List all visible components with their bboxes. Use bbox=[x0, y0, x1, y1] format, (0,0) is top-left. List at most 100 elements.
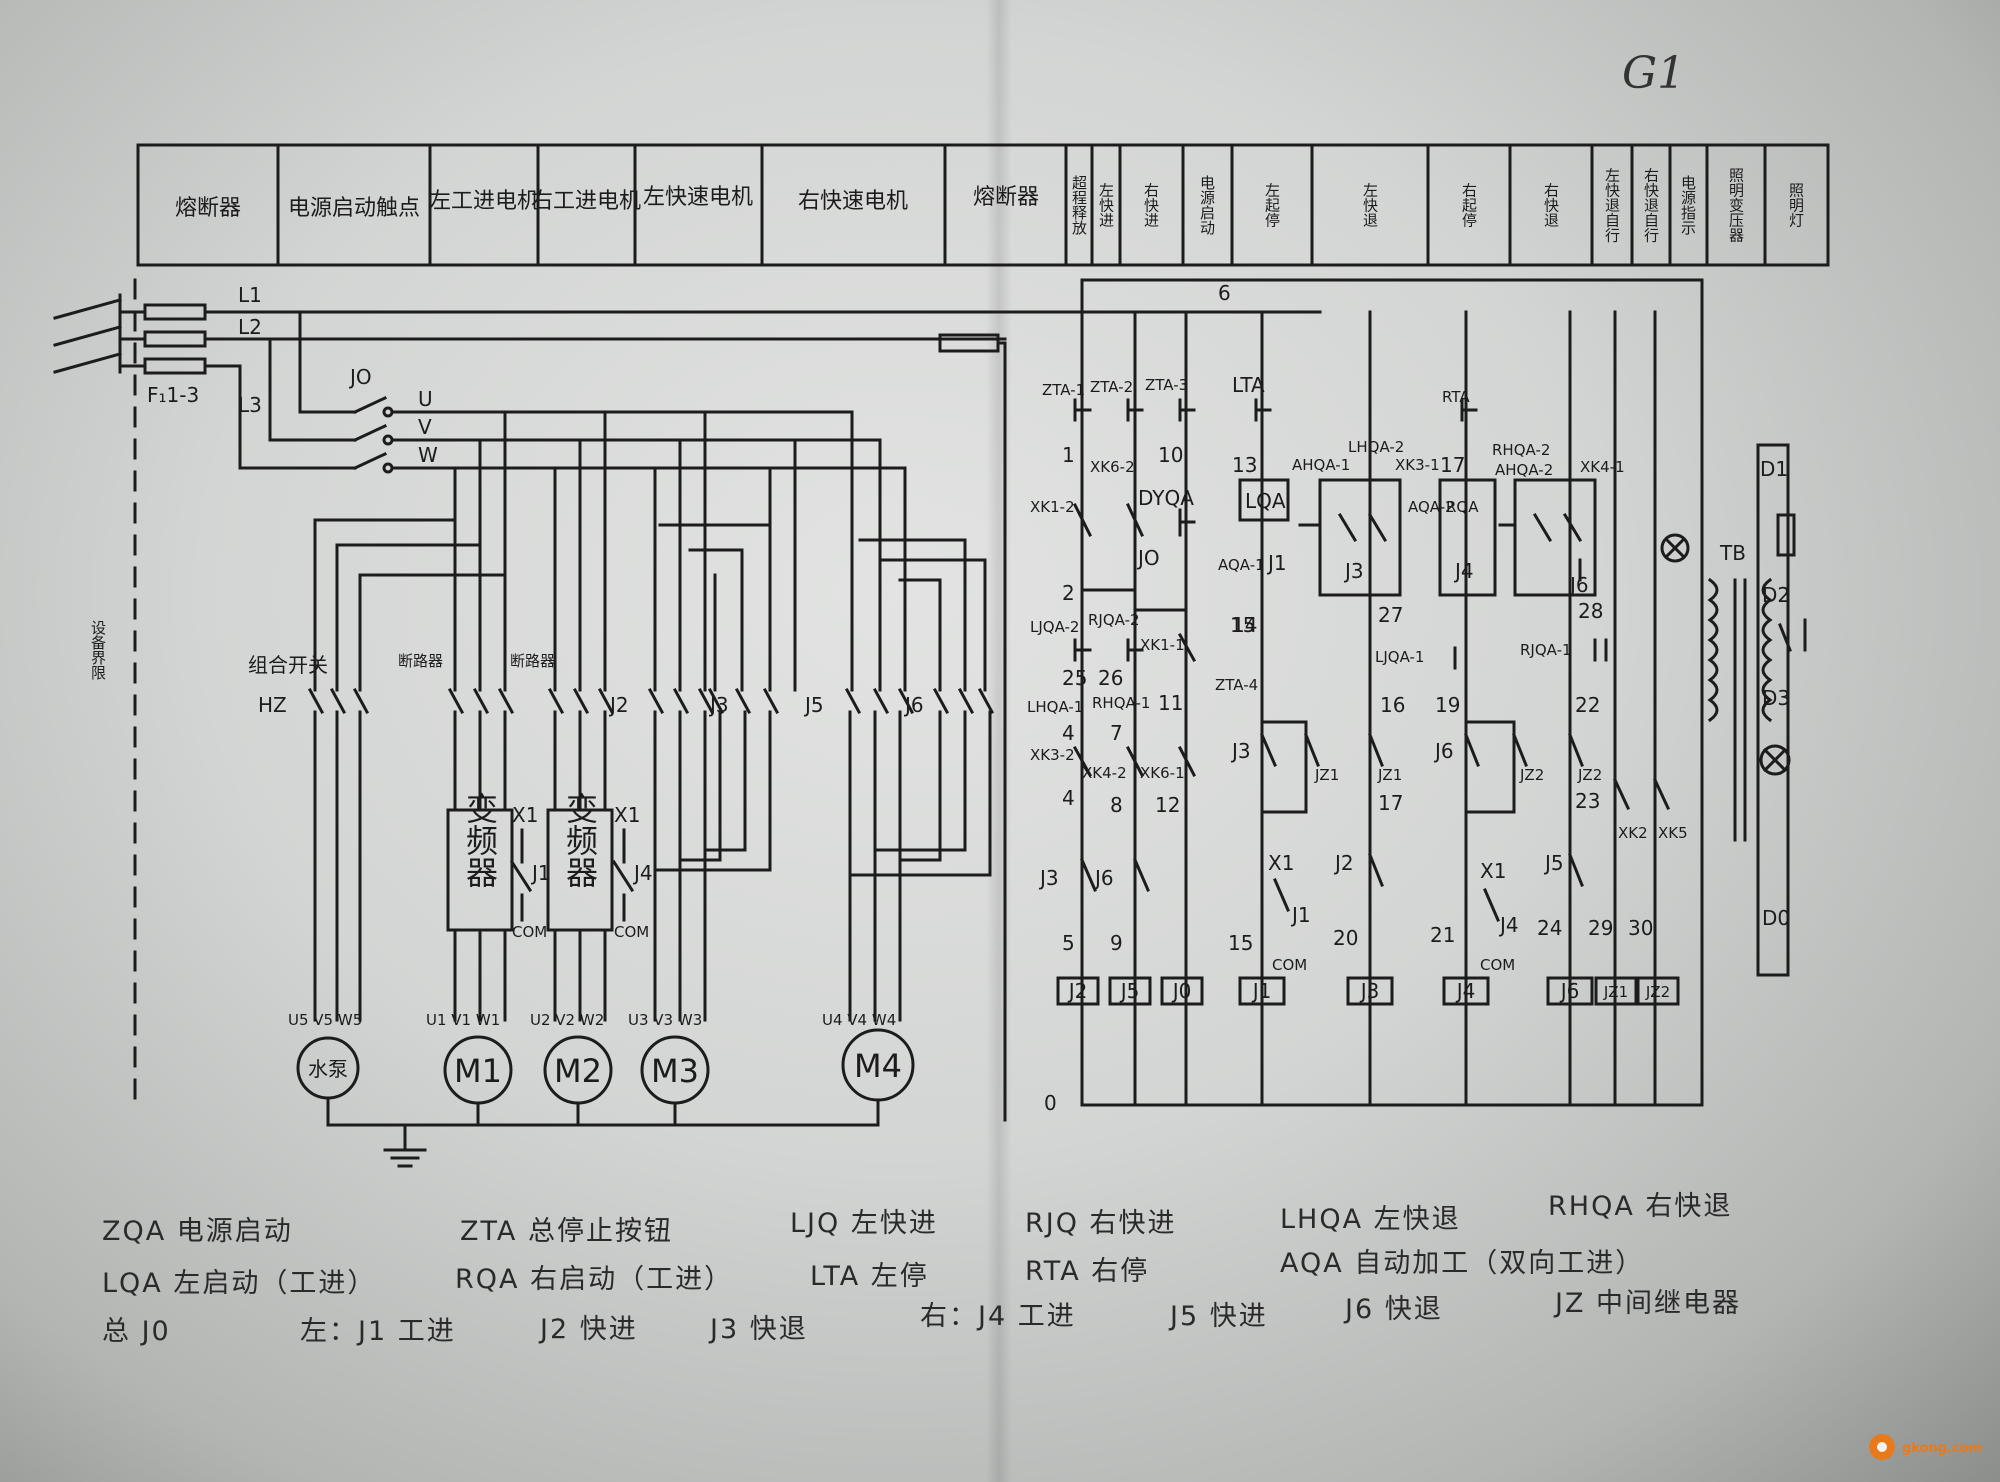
phase-w: W bbox=[418, 443, 438, 467]
coil-jz2: JZ2 bbox=[1645, 983, 1670, 1001]
header-cell: 左快退 bbox=[1361, 183, 1379, 228]
node: 2 bbox=[1062, 581, 1075, 605]
node: 1 bbox=[1062, 443, 1075, 467]
ctrl-j3-label: J3 bbox=[1343, 559, 1364, 583]
header-cell: 照明灯 bbox=[1787, 183, 1805, 229]
tb-label: TB bbox=[1719, 541, 1746, 565]
boundary-label: 设备界限 bbox=[89, 620, 107, 680]
contactor-j3-label: J3 bbox=[708, 693, 729, 717]
control-circuit: 6 ZTA-1 ZTA-2 ZTA-3 LTA RTA 1 XK6-2 10 1… bbox=[1003, 278, 1807, 1115]
legend-item: RHQA 右快退 bbox=[1548, 1191, 1732, 1222]
node: 25 bbox=[1062, 666, 1087, 690]
com-label: COM bbox=[512, 923, 547, 941]
m1-terminals: U1 V1 W1 bbox=[426, 1011, 500, 1029]
phase-u: U bbox=[418, 387, 433, 411]
node: 19 bbox=[1435, 693, 1460, 717]
lhqa2-label: LHQA-2 bbox=[1348, 438, 1404, 456]
corner-mark: G1 bbox=[1622, 48, 1685, 99]
d0-label: D0 bbox=[1762, 906, 1790, 930]
coil-j3: J3 bbox=[1359, 979, 1380, 1003]
xk32-label: XK3-2 bbox=[1030, 746, 1075, 764]
x1-ctrl: X1 bbox=[1268, 851, 1294, 875]
node: 11 bbox=[1158, 691, 1183, 715]
zta2-label: ZTA-2 bbox=[1090, 378, 1133, 396]
pump-terminals: U5 V5 W5 bbox=[288, 1011, 362, 1029]
node: 29 bbox=[1588, 916, 1613, 940]
xk42-label: XK4-2 bbox=[1082, 764, 1127, 782]
motor-m3-label: M3 bbox=[651, 1052, 699, 1090]
ctrl-j1-label: J1 bbox=[1290, 903, 1311, 927]
node-0: 0 bbox=[1044, 1091, 1057, 1115]
zta3-label: ZTA-3 bbox=[1145, 376, 1188, 394]
ctrl-j1-label: J1 bbox=[1266, 551, 1287, 575]
legend-item: RJQ 右快进 bbox=[1025, 1208, 1177, 1239]
node: 30 bbox=[1628, 916, 1653, 940]
lhqa1-label: LHQA-1 bbox=[1027, 698, 1083, 716]
node: 17 bbox=[1440, 453, 1465, 477]
ahqa2-label: AHQA-2 bbox=[1495, 461, 1553, 479]
contactor-j2-label: J2 bbox=[608, 693, 629, 717]
rta-label: RTA bbox=[1442, 388, 1470, 406]
com-ctrl: COM bbox=[1480, 956, 1515, 974]
node: 7 bbox=[1110, 721, 1123, 745]
legend-item: 左：J1 工进 bbox=[300, 1316, 456, 1347]
xk61-label: XK6-1 bbox=[1140, 764, 1185, 782]
node: 28 bbox=[1578, 599, 1603, 623]
line-l1-label: L1 bbox=[238, 283, 262, 307]
j1-label: J1 bbox=[530, 861, 551, 885]
node: 22 bbox=[1575, 693, 1600, 717]
d1-label: D1 bbox=[1760, 457, 1788, 481]
header-cell: 右快进 bbox=[1142, 183, 1160, 228]
coil-row: J2 J5 J0 J1 J3 J4 J6 JZ1 JZ2 bbox=[1056, 976, 1680, 1006]
node: 14 bbox=[1232, 613, 1257, 637]
com-ctrl: COM bbox=[1272, 956, 1307, 974]
m2-terminals: U2 V2 W2 bbox=[530, 1011, 604, 1029]
coil-j6: J6 bbox=[1559, 979, 1580, 1003]
ljqa1-label: LJQA-1 bbox=[1375, 648, 1424, 666]
j4-label: J4 bbox=[632, 861, 653, 885]
x1-label: X1 bbox=[512, 803, 538, 827]
watermark: gkong.com bbox=[1869, 1434, 1982, 1460]
ahqa1-label: AHQA-1 bbox=[1292, 456, 1350, 474]
inverter-1-label: 变频器 bbox=[461, 792, 499, 888]
jz2-label: JZ2 bbox=[1577, 766, 1602, 784]
line-l3-label: L3 bbox=[238, 393, 262, 417]
hz-label: HZ bbox=[258, 693, 287, 717]
legend-item: J5 快进 bbox=[1168, 1301, 1268, 1332]
node: 26 bbox=[1098, 666, 1123, 690]
coil-j4: J4 bbox=[1455, 979, 1476, 1003]
coil-j5: J5 bbox=[1119, 979, 1140, 1003]
m4-terminals: U4 V4 W4 bbox=[822, 1011, 896, 1029]
ctrl-j6-label: J6 bbox=[1433, 739, 1454, 763]
phase-v: V bbox=[418, 415, 432, 439]
node: 13 bbox=[1232, 453, 1257, 477]
header-cell: 右起停 bbox=[1460, 183, 1478, 228]
coil-j2: J2 bbox=[1067, 979, 1088, 1003]
m3-terminals: U3 V3 W3 bbox=[628, 1011, 702, 1029]
header-cell: 右工进电机 bbox=[531, 189, 641, 214]
legend-item: 右：J4 工进 bbox=[920, 1301, 1076, 1332]
header-cell: 电源启动触点 bbox=[288, 196, 420, 221]
header-cell: 电源启动 bbox=[1198, 175, 1216, 236]
ctrl-j3-label: J3 bbox=[1230, 739, 1251, 763]
rhqa1-label: RHQA-1 bbox=[1092, 694, 1150, 712]
legend: ZQA 电源启动 ZTA 总停止按钮 LJQ 左快进 RJQ 右快进 LHQA … bbox=[102, 1191, 1739, 1347]
rhqa2-label: RHQA-2 bbox=[1492, 441, 1550, 459]
xk31-label: XK3-1 bbox=[1395, 456, 1440, 474]
header-cell: 右快退自行 bbox=[1642, 168, 1660, 244]
jz1-label: JZ1 bbox=[1377, 766, 1402, 784]
node: 9 bbox=[1110, 931, 1123, 955]
x1-ctrl: X1 bbox=[1480, 859, 1506, 883]
xk11-label: XK1-1 bbox=[1140, 636, 1185, 654]
ctrl-j6-label: J6 bbox=[1568, 573, 1589, 597]
zta4-label: ZTA-4 bbox=[1215, 676, 1258, 694]
node: 5 bbox=[1062, 931, 1075, 955]
ctrl-j5-label: J5 bbox=[1543, 851, 1564, 875]
motor-m2-label: M2 bbox=[554, 1052, 602, 1090]
legend-item: LHQA 左快退 bbox=[1280, 1204, 1461, 1235]
x1-label: X1 bbox=[614, 803, 640, 827]
node: 10 bbox=[1158, 443, 1183, 467]
fuse-label: F₁1-3 bbox=[147, 383, 199, 407]
header-cell: 电源指示 bbox=[1679, 175, 1697, 235]
